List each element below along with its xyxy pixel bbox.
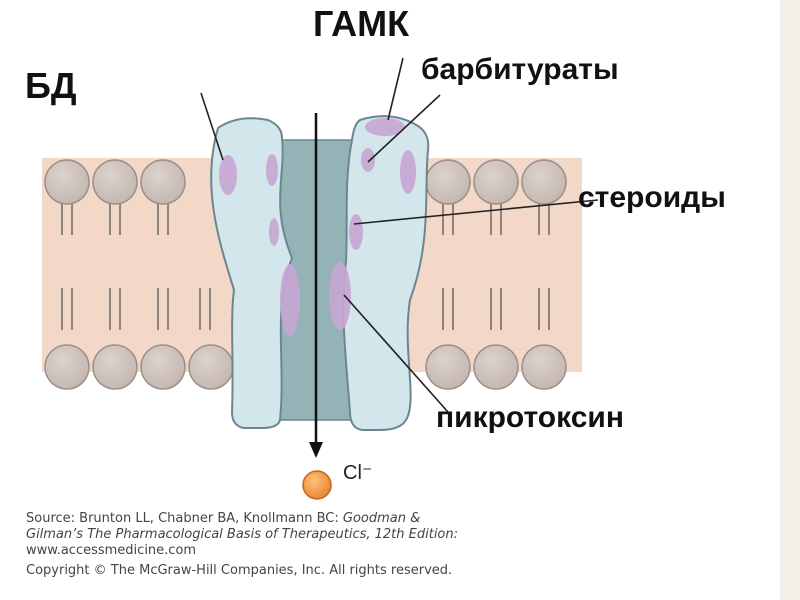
copyright-text: Copyright © The McGraw-Hill Companies, I… — [26, 563, 453, 578]
steroid-binding-site — [349, 214, 363, 250]
barbiturates-leader-line — [387, 57, 404, 121]
lipid-tails-left — [61, 200, 211, 330]
bd-leader-line — [200, 92, 224, 161]
barbiturate-binding-site — [365, 118, 405, 136]
steroids-label: стероиды — [578, 181, 726, 214]
bd-label: БД — [25, 65, 77, 106]
source-url: www.accessmedicine.com — [26, 543, 197, 558]
binding-sites — [219, 118, 416, 336]
lipid-heads-bottom — [44, 344, 567, 390]
chloride-ion-label: Cl⁻ — [343, 462, 373, 484]
picrotoxin-leader-line — [343, 294, 449, 413]
channel-subunit-left — [210, 117, 294, 429]
ion-flow-arrow — [309, 113, 323, 458]
source-citation: Source: Brunton LL, Chabner BA, Knollman… — [26, 511, 586, 579]
picrotoxin-label: пикротоксин — [436, 401, 624, 434]
gaba-label: ГАМК — [313, 3, 410, 44]
lipid-heads-top — [44, 159, 567, 205]
channel-subunit-right — [342, 115, 430, 431]
bd-binding-site — [219, 155, 237, 195]
steroids-leader-line — [353, 199, 599, 225]
picrotoxin-binding-site — [329, 262, 351, 330]
lipid-tails-right — [442, 200, 550, 330]
leader-lines — [200, 57, 599, 413]
source-title-part2: Gilman’s The Pharmacological Basis of Th… — [26, 527, 459, 542]
source-line-1: Source: Brunton LL, Chabner BA, Knollman… — [26, 511, 586, 527]
slide-side-strip — [780, 0, 800, 600]
source-prefix: Source: Brunton LL, Chabner BA, Knollman… — [26, 511, 343, 526]
gaba-receptor-diagram — [42, 57, 599, 500]
barbiturates-leader-line-2 — [367, 94, 441, 163]
source-title-part1: Goodman & — [342, 511, 421, 526]
barbiturates-label: барбитураты — [421, 53, 619, 86]
chloride-ion — [302, 470, 332, 500]
